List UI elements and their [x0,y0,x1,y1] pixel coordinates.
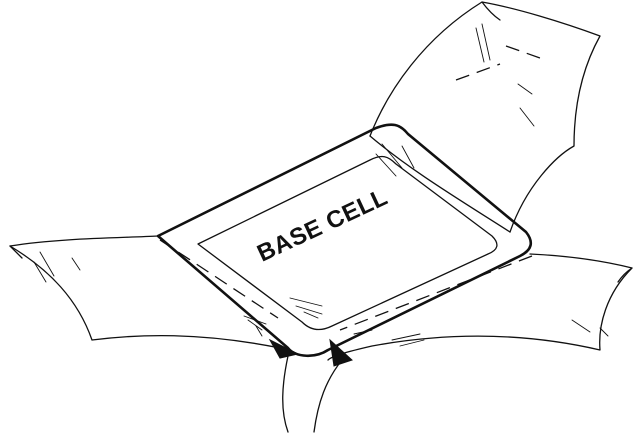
base-cell-label: BASE CELL [253,184,392,268]
left-arrow [270,340,298,432]
left-flap [10,236,280,348]
base-cell-frame: BASE CELL [158,125,531,356]
